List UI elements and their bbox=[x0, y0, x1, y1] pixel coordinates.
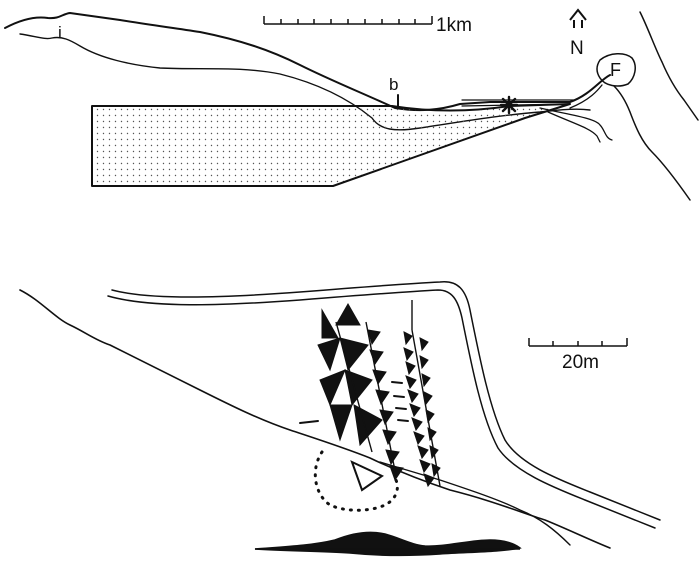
dividing-line-2 bbox=[411, 300, 441, 487]
asterisk-star-icon bbox=[499, 95, 519, 115]
north-label: N bbox=[570, 38, 584, 59]
scale-label-20m: 20m bbox=[562, 352, 599, 373]
feature-f-outline bbox=[596, 53, 636, 87]
slope-line bbox=[19, 289, 611, 549]
small-triangles bbox=[403, 331, 435, 488]
label-i: i bbox=[58, 23, 62, 42]
road-right-2 bbox=[547, 111, 601, 143]
scale-label-1km: 1km bbox=[436, 15, 472, 36]
short-dashes bbox=[391, 381, 409, 422]
ground-line bbox=[379, 461, 571, 546]
label-b: b bbox=[389, 75, 398, 94]
coast-line-outer bbox=[639, 11, 699, 121]
label-f: F bbox=[610, 60, 621, 80]
scale-bar-1km bbox=[263, 16, 433, 25]
medium-triangles bbox=[367, 329, 404, 482]
road-right-1 bbox=[539, 107, 613, 141]
dark-deposit bbox=[254, 531, 522, 557]
coast-line bbox=[613, 85, 691, 201]
open-triangle bbox=[350, 460, 384, 492]
road-inner bbox=[107, 289, 656, 529]
bottom-map bbox=[19, 281, 661, 549]
dotted-boundary bbox=[313, 450, 399, 512]
north-arrow-icon bbox=[569, 8, 587, 28]
large-triangles bbox=[317, 302, 383, 447]
road-right-3 bbox=[569, 84, 603, 109]
scale-bar-20m bbox=[528, 338, 628, 347]
tick-mark-left bbox=[299, 420, 319, 424]
road-outer bbox=[111, 281, 661, 521]
river-bank-upper bbox=[4, 12, 611, 112]
dividing-line bbox=[335, 321, 397, 477]
stippled-zone bbox=[91, 103, 571, 187]
top-map bbox=[4, 11, 699, 201]
